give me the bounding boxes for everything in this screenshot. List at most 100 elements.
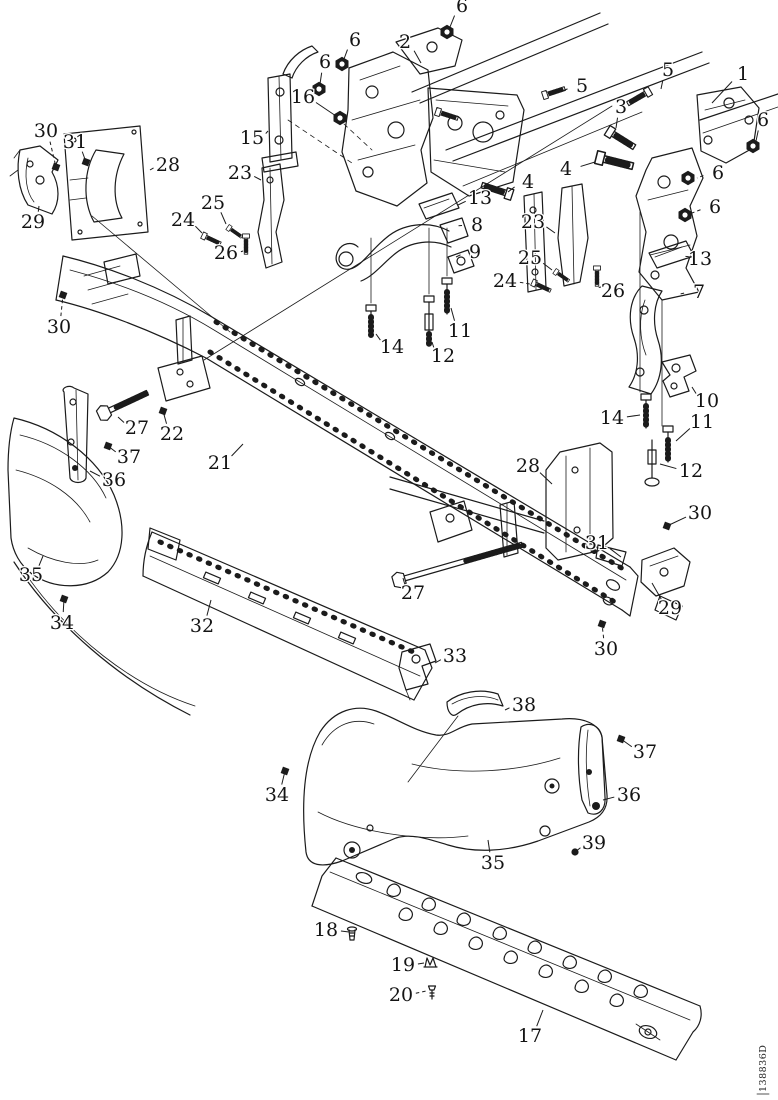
callout-label: 30 [34,120,58,142]
leader-line [626,414,641,418]
leader-line [253,176,262,181]
frame-rails-lower [389,476,545,558]
fastener-marker [616,734,626,744]
callout-label: 19 [391,954,415,976]
leader-line [449,15,456,28]
leader-line [602,796,615,801]
leader-line [536,1009,544,1027]
small-fasteners-bottom [346,926,438,1000]
callout-5: 5 [559,74,589,98]
callout-label: 1 [737,63,749,85]
fastener-marker [81,157,91,167]
callout-label: 18 [314,919,338,941]
fastener-marker [571,848,579,856]
callout-36: 36 [89,468,127,492]
callout-14: 14 [375,333,405,359]
callout-29: 29 [20,205,46,234]
callout-label: 6 [319,51,331,73]
callout-label: 5 [662,59,674,81]
leader-line [504,707,510,711]
callout-label: 6 [349,29,361,51]
leader-line [691,209,701,214]
callout-label: 29 [21,211,45,233]
bracket-10 [661,354,697,398]
callout-label: 13 [688,248,712,270]
callout-label: 27 [125,417,149,439]
leader-line [340,930,350,933]
callout-label: 6 [709,196,721,218]
callout-label: 21 [208,452,232,474]
callout-label: 31 [63,131,87,153]
support-bracket-15 [261,45,319,173]
callout-8: 8 [455,213,484,237]
fastener-marker [58,290,68,300]
callout-label: 28 [156,154,180,176]
leader-line [220,212,227,225]
leader-line [343,49,348,60]
callout-label: 7 [693,281,705,303]
leader-line [542,262,553,271]
callout-15: 15 [239,126,269,150]
leader-line [487,839,491,853]
callout-22: 22 [158,406,185,446]
leader-line [675,428,691,442]
callout-label: 39 [582,832,606,854]
leader-line [206,599,212,616]
bolts-center-11-12-14 [365,227,453,347]
callout-label: 14 [380,336,404,358]
callout-label: 32 [190,615,214,637]
callout-21: 21 [207,443,244,475]
callout-label: 26 [214,242,238,264]
callout-label: 31 [585,532,609,554]
leader-line [89,470,101,477]
callout-label: 11 [448,320,472,342]
callout-12: 12 [430,341,456,368]
callout-label: 25 [518,247,542,269]
fastener-marker [59,594,69,604]
callout-label: 38 [512,694,536,716]
callout-9: 9 [455,240,482,264]
bracket-7 [628,285,663,395]
callout-26: 26 [213,241,244,265]
callout-35: 35 [18,555,44,587]
callout-31: 31 [62,130,91,167]
callout-label: 6 [456,0,468,17]
callout-27: 27 [117,416,150,440]
callout-31: 31 [584,531,622,558]
callout-6: 6 [449,0,469,28]
callout-4: 4 [507,170,535,194]
callout-30: 30 [46,290,72,339]
skid-plate-17 [311,857,702,1061]
leader-line [659,463,677,470]
bumper-end-cap-left-35 [7,417,196,716]
leader-line [415,990,427,994]
callout-label: 12 [679,460,703,482]
fastener-marker [51,162,61,172]
callout-label: 25 [201,192,225,214]
callout-label: 9 [469,241,481,263]
leader-line [431,341,435,348]
bumper-face-bar-35 [303,707,608,866]
callout-25: 25 [517,246,553,271]
clamp-9 [447,249,475,274]
callout-1: 1 [711,62,750,104]
callout-2: 2 [398,30,422,64]
callout-23: 23 [227,161,262,185]
callout-13: 13 [685,247,713,271]
bracket-28-left [63,125,149,241]
figure-id: 138836D [758,1045,769,1092]
callout-label: 30 [688,502,712,524]
leader-line [559,88,568,93]
leader-line [755,130,759,142]
callout-30: 30 [33,119,61,172]
leader-line [685,255,693,258]
tow-hook-8 [335,217,469,282]
bracket-29-left [9,145,59,215]
fastener-marker [662,521,672,531]
leader-line [149,167,154,171]
frame-bracket-left [341,27,463,207]
callout-6: 6 [691,195,722,219]
end-strip-36-left [62,385,89,484]
leader-line [546,226,556,234]
